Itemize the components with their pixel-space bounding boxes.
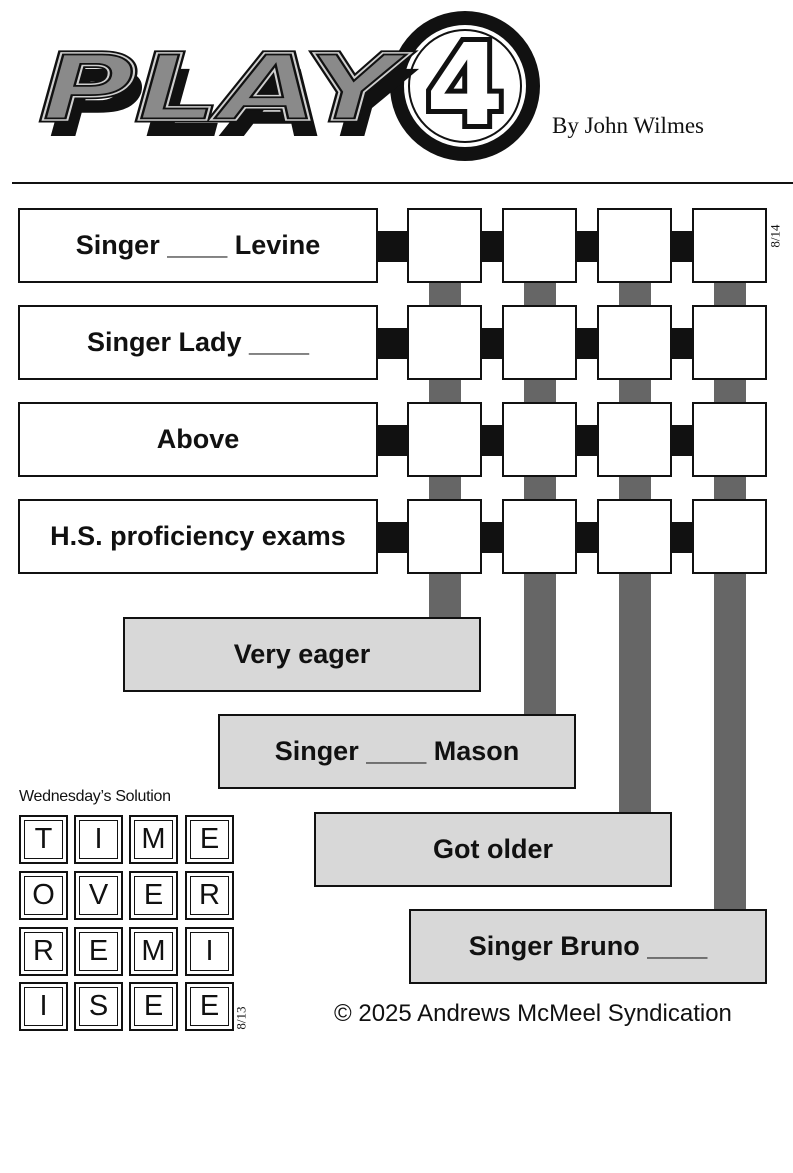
across-connector — [480, 521, 504, 553]
grid-cell[interactable] — [407, 499, 482, 574]
across-connector — [376, 327, 409, 359]
play4-logo: PLAY PLAY PLAY 4 — [38, 11, 540, 161]
across-clue: Singer Lady ____ — [18, 305, 378, 380]
across-connector — [376, 230, 409, 262]
solution-cell: M — [129, 927, 178, 976]
solution-label: Wednesday’s Solution — [19, 788, 171, 805]
grid-cell[interactable] — [597, 402, 672, 477]
across-clue: Singer ____ Levine — [18, 208, 378, 283]
across-connector — [575, 230, 599, 262]
solution-cell: R — [19, 927, 68, 976]
across-clue: Above — [18, 402, 378, 477]
across-connector — [480, 424, 504, 456]
across-connector — [670, 521, 694, 553]
down-clue: Very eager — [123, 617, 481, 692]
grid-cell[interactable] — [692, 402, 767, 477]
across-connector — [480, 230, 504, 262]
solution-cell: I — [19, 982, 68, 1031]
logo-letters: PLAY — [40, 35, 412, 142]
solution-cell: V — [74, 871, 123, 920]
puzzle-date: 8/14 — [767, 224, 783, 248]
grid-cell[interactable] — [692, 208, 767, 283]
down-clue: Got older — [314, 812, 672, 887]
grid-cell[interactable] — [407, 208, 482, 283]
grid-cell[interactable] — [597, 305, 672, 380]
solution-cell: E — [185, 815, 234, 864]
solution-cell: M — [129, 815, 178, 864]
across-connector — [670, 327, 694, 359]
solution-cell: I — [185, 927, 234, 976]
grid-cell[interactable] — [597, 499, 672, 574]
copyright: © 2025 Andrews McMeel Syndication — [334, 1000, 732, 1027]
across-connector — [670, 424, 694, 456]
across-connector — [575, 327, 599, 359]
grid-cell[interactable] — [692, 499, 767, 574]
grid-cell[interactable] — [502, 208, 577, 283]
down-clue: Singer ____ Mason — [218, 714, 576, 789]
logo-four: 4 — [426, 21, 504, 151]
grid-cell[interactable] — [502, 499, 577, 574]
down-clue: Singer Bruno ____ — [409, 909, 767, 984]
across-connector — [670, 230, 694, 262]
solution-cell: I — [74, 815, 123, 864]
solution-cell: R — [185, 871, 234, 920]
svg-text:PLAY: PLAY — [40, 35, 412, 142]
grid-cell[interactable] — [597, 208, 672, 283]
down-connector — [713, 279, 746, 911]
across-connector — [575, 424, 599, 456]
grid-cell[interactable] — [407, 305, 482, 380]
solution-cell: S — [74, 982, 123, 1031]
solution-cell: E — [129, 982, 178, 1031]
solution-cell: E — [185, 982, 234, 1031]
solution-cell: T — [19, 815, 68, 864]
across-connector — [376, 521, 409, 553]
across-connector — [575, 521, 599, 553]
across-connector — [480, 327, 504, 359]
logo-shadow: PLAY — [48, 51, 420, 158]
grid-cell[interactable] — [502, 305, 577, 380]
across-clue: H.S. proficiency exams — [18, 499, 378, 574]
across-connector — [376, 424, 409, 456]
solution-cell: E — [74, 927, 123, 976]
grid-cell[interactable] — [502, 402, 577, 477]
grid-cell[interactable] — [692, 305, 767, 380]
header-rule — [12, 182, 793, 184]
solution-cell: O — [19, 871, 68, 920]
grid-cell[interactable] — [407, 402, 482, 477]
solution-cell: E — [129, 871, 178, 920]
solution-date: 8/13 — [233, 1006, 249, 1030]
byline: By John Wilmes — [552, 113, 704, 138]
